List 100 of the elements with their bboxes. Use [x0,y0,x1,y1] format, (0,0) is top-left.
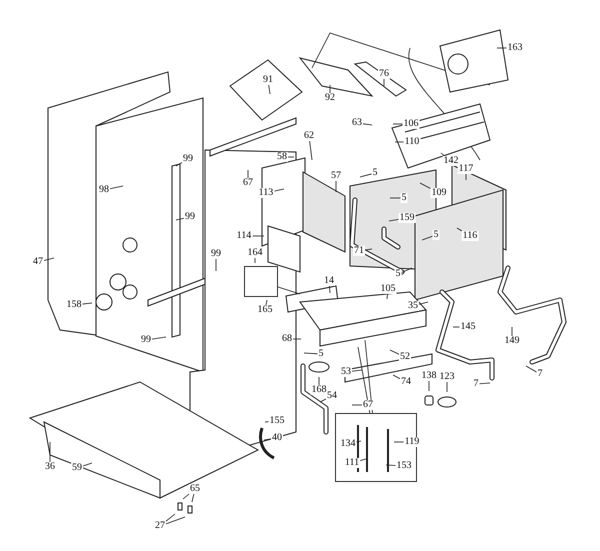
leader-line [320,398,326,402]
callout-number: 168 [310,385,328,395]
callout-number: 116 [462,231,478,241]
leader-line [192,494,194,502]
leader-line [526,366,537,372]
callout-number: 59 [71,463,83,473]
callout-number: 109 [430,188,448,198]
leader-line [309,140,312,160]
callout-number: 138 [420,371,438,381]
leader-line [422,236,433,240]
callout-number: 111 [344,458,360,468]
leader-line [82,302,92,304]
callout-number: 63 [351,118,363,128]
leader-line [388,219,399,222]
leader-line [401,268,412,273]
leader-line [362,123,372,126]
callout-number: 76 [378,69,390,79]
callout-number: 134 [340,439,356,449]
callout-number: 155 [268,416,286,426]
leader-line [479,382,490,384]
leader-line [268,84,270,94]
callout-number: 52 [399,352,411,362]
leader-line [360,458,366,462]
leader-line [356,440,362,442]
leader-line [428,380,430,392]
leader-line [440,152,446,156]
callout-number: 99 [184,212,196,222]
leader-line [352,404,362,406]
leader-line [456,228,462,232]
callout-number: 105 [380,284,396,294]
leader-line [278,286,300,294]
leader-line [152,336,166,340]
leader-line [176,162,182,166]
leader-line [390,350,400,355]
callout-number: 65 [189,484,201,494]
leader-line [318,376,320,386]
callout-number: 5 [432,230,440,240]
callout-number: 67 [362,400,374,410]
leader-line [254,258,256,264]
callout-number: 71 [353,246,365,256]
leader-line [386,464,396,466]
callout-number: 163 [506,43,524,53]
callout-number: 7 [472,379,480,389]
callout-number: 153 [396,461,412,471]
leader-line [360,174,372,178]
callout-number: 119 [404,437,420,447]
callout-number: 114 [236,231,252,241]
callout-number: 113 [258,188,274,198]
leader-line [304,352,318,354]
leader-line [358,346,370,414]
callout-number: 74 [400,377,412,387]
callout-number: 35 [407,301,419,311]
leader-line [329,286,330,294]
leader-line [110,186,124,190]
leader-line [386,294,388,300]
detail-frame [244,266,278,297]
callout-number: 164 [246,248,264,258]
callout-number: 57 [330,171,342,181]
callout-number: 5 [394,269,402,279]
callout-number: 14 [323,276,335,286]
callout-number: 98 [98,185,110,195]
callout-number: 117 [458,164,474,174]
leader-line [82,462,92,466]
leader-line [166,516,186,524]
callout-number: 145 [460,322,476,332]
callout-number: 40 [271,433,283,443]
leader-line [264,421,269,422]
leader-line [288,156,294,158]
callout-number: 62 [303,131,315,141]
callout-number: 27 [154,521,166,531]
leader-line [446,382,448,392]
callout-number: 158 [66,300,82,310]
callout-number: 91 [262,75,274,85]
callout-number: 36 [44,462,56,472]
callout-number: 99 [210,249,222,259]
leader-line [420,182,431,189]
callout-number: 142 [442,156,460,166]
leader-line [364,248,372,250]
callout-number: 99 [182,154,194,164]
callout-number: 165 [256,305,274,315]
callout-number: 92 [324,93,336,103]
leader-line [452,326,460,328]
leader-line [266,300,268,306]
leader-line [352,370,362,372]
callout-number: 7 [536,369,544,379]
callout-number: 5 [400,193,408,203]
leader-line [44,258,54,261]
callout-number: 123 [438,372,456,382]
leader-line [182,494,190,500]
callout-number: 5 [372,168,378,178]
leader-line [176,218,184,220]
callout-number: 58 [276,152,288,162]
callout-number: 47 [32,257,44,267]
callout-number: 159 [398,213,416,223]
callout-number: 53 [340,367,352,377]
callout-number: 67 [242,178,254,188]
leader-line [166,514,176,522]
leader-line [364,340,373,414]
leader-line [274,188,284,192]
leader-line [264,438,272,440]
